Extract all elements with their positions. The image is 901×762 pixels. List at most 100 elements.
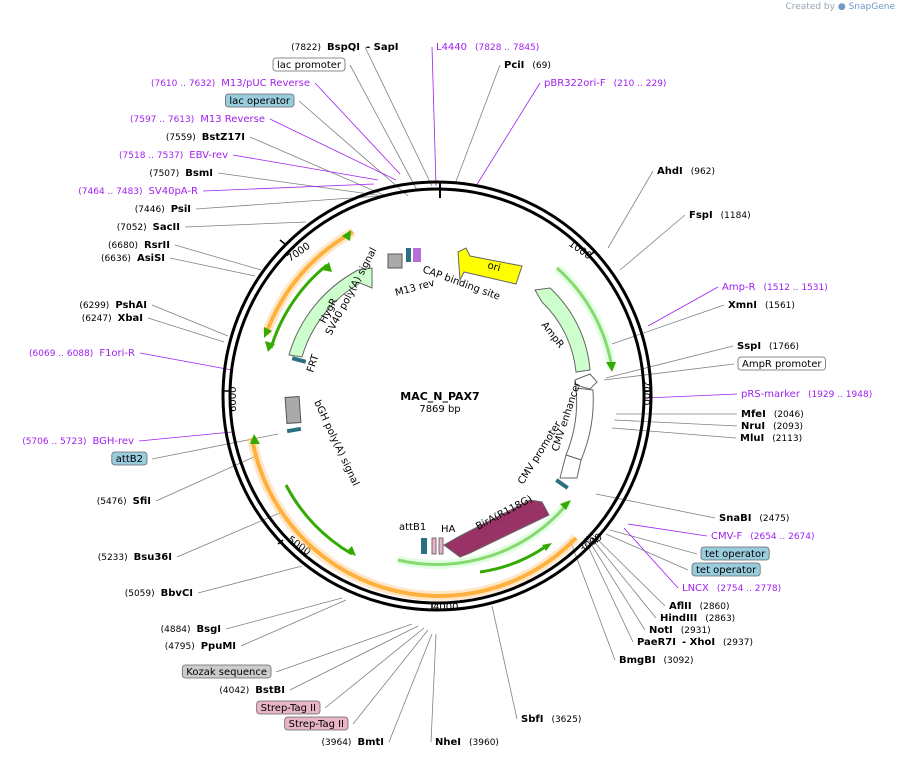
- svg-text:BspQI: BspQI: [327, 42, 360, 53]
- svg-text:(2654 .. 2674): (2654 .. 2674): [750, 532, 814, 542]
- svg-text:(1512 .. 1531): (1512 .. 1531): [764, 283, 828, 293]
- feature-label-ha: HA: [441, 524, 456, 535]
- map-label-rsrii: RsrII(6680): [108, 240, 170, 251]
- svg-text:MluI: MluI: [740, 433, 764, 444]
- feature-label-m13rev: M13 rev: [394, 278, 436, 299]
- svg-text:SV40pA-R: SV40pA-R: [149, 186, 198, 197]
- map-label-lncx: LNCX(2754 .. 2778): [682, 583, 781, 594]
- map-label-strep-tag-ii: Strep-Tag II: [284, 716, 349, 731]
- svg-text:BbvCI: BbvCI: [161, 588, 193, 599]
- svg-text:PpuMI: PpuMI: [201, 641, 236, 652]
- svg-text:lac promoter: lac promoter: [277, 60, 342, 71]
- orange-feature-top-shade: [261, 227, 356, 336]
- map-label-lac-operator: lac operator: [225, 93, 295, 108]
- svg-text:LNCX: LNCX: [682, 583, 709, 594]
- map-label-sspi: SspI(1766): [737, 341, 799, 352]
- map-label-noti: NotI(2931): [649, 625, 711, 636]
- orange-feature-top: [264, 230, 354, 335]
- svg-text:SbfI: SbfI: [521, 714, 543, 725]
- svg-text:(7828 .. 7845): (7828 .. 7845): [475, 43, 539, 53]
- bgh-box: [284, 396, 302, 424]
- svg-text:(7610 .. 7632): (7610 .. 7632): [151, 79, 215, 89]
- svg-text:(3964): (3964): [322, 738, 352, 748]
- svg-text:BGH-rev: BGH-rev: [92, 436, 134, 447]
- map-label-xmni: XmnI(1561): [728, 300, 795, 311]
- connector-line: [611, 427, 737, 439]
- connector-line: [197, 565, 303, 594]
- map-label-sbfi: SbfI (3625): [521, 714, 581, 725]
- hygr-arrow: [288, 267, 373, 358]
- connector-line: [289, 625, 419, 691]
- svg-text:(1929 .. 1948): (1929 .. 1948): [808, 390, 872, 400]
- svg-text:pBR322ori-F: pBR322ori-F: [544, 78, 606, 89]
- svg-text:SspI: SspI: [737, 341, 761, 352]
- attb2-marker: [286, 426, 302, 434]
- feature-label-ori: ori: [486, 260, 501, 274]
- svg-text:PsiI: PsiI: [171, 204, 191, 215]
- svg-text:(4795): (4795): [165, 642, 195, 652]
- svg-text:tet operator: tet operator: [705, 549, 766, 560]
- map-label-m13-reverse: M13 Reverse(7597 .. 7613): [130, 114, 265, 125]
- svg-text:(7446): (7446): [135, 205, 165, 215]
- connector-line: [607, 170, 654, 249]
- feature-label-bgh: bGH poly(A) signal: [311, 399, 360, 488]
- connector-line: [475, 82, 541, 187]
- svg-text:SacII: SacII: [153, 222, 180, 233]
- svg-text:SfiI: SfiI: [133, 496, 151, 507]
- attb1-box: [421, 538, 427, 554]
- svg-text:FspI: FspI: [689, 210, 713, 221]
- sv40-box: [387, 253, 403, 269]
- map-label-tet-operator: tet operator: [691, 562, 761, 577]
- green-feature-amp-shade: [553, 264, 617, 369]
- map-label-fspi: FspI (1184): [689, 210, 751, 221]
- connector-line: [609, 529, 698, 555]
- svg-text:PshAI: PshAI: [115, 300, 147, 311]
- connector-line: [275, 623, 413, 673]
- svg-text:(5233): (5233): [98, 553, 128, 563]
- svg-text:XbaI: XbaI: [118, 313, 143, 324]
- svg-text:(7052): (7052): [117, 223, 147, 233]
- svg-text:(5706 .. 5723): (5706 .. 5723): [22, 437, 86, 447]
- map-label-sfii: SfiI (5476): [97, 496, 151, 507]
- svg-text:XmnI: XmnI: [728, 300, 757, 311]
- svg-text:(2475): (2475): [759, 514, 789, 524]
- cmv-marker: [555, 478, 569, 490]
- svg-text:- SapI: - SapI: [366, 42, 398, 53]
- green-arrowheads: [250, 230, 616, 556]
- svg-text:PciI: PciI: [504, 60, 524, 71]
- svg-text:AsiSI: AsiSI: [137, 253, 165, 264]
- snapgene-logo-icon: ●: [837, 2, 846, 12]
- map-label-bstz17i: BstZ17I(7559): [166, 132, 245, 143]
- svg-text:attB2: attB2: [116, 454, 143, 465]
- svg-text:(6636): (6636): [101, 254, 131, 264]
- svg-text:- XhoI: - XhoI: [682, 637, 715, 648]
- svg-text:EBV-rev: EBV-rev: [189, 150, 228, 161]
- svg-text:(1184): (1184): [721, 211, 751, 221]
- tick-marks: [223, 239, 651, 610]
- svg-text:(4884): (4884): [161, 625, 191, 635]
- map-label-pshai: PshAI (6299): [79, 300, 147, 311]
- connector-line: [174, 244, 262, 271]
- svg-text:(3625): (3625): [551, 715, 581, 725]
- connector-line: [569, 539, 616, 661]
- svg-text:HindIII: HindIII: [660, 613, 697, 624]
- svg-text:(6069 .. 6088): (6069 .. 6088): [29, 349, 93, 359]
- map-label-l4440: L4440(7828 .. 7845): [436, 42, 539, 53]
- svg-text:(2113): (2113): [772, 434, 802, 444]
- svg-text:(5476): (5476): [97, 497, 127, 507]
- svg-text:(7597 .. 7613): (7597 .. 7613): [130, 115, 194, 125]
- map-label-sv40pa-r: SV40pA-R(7464 .. 7483): [78, 186, 198, 197]
- frt-marker: [291, 356, 307, 364]
- tick-label: 6000: [228, 387, 239, 412]
- connector-line: [184, 221, 307, 228]
- connector-line: [139, 352, 233, 371]
- connector-line: [195, 195, 381, 210]
- green-feature-left: [269, 263, 328, 349]
- ha-box-2: [438, 537, 444, 555]
- svg-text:(6299): (6299): [79, 301, 109, 311]
- connector-line: [619, 214, 686, 271]
- svg-text:Kozak sequence: Kozak sequence: [186, 667, 267, 678]
- connector-line: [645, 393, 738, 399]
- connector-line: [324, 627, 425, 709]
- svg-text:BstBI: BstBI: [255, 685, 285, 696]
